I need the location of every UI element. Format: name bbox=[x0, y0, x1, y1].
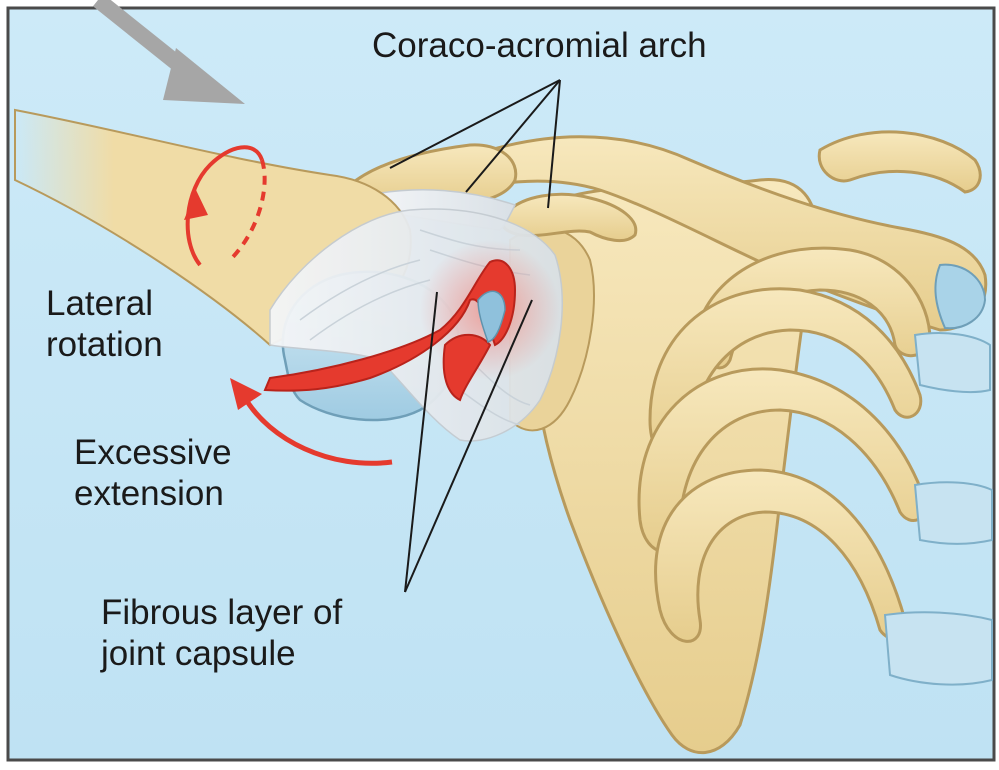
fibrous-layer-line-2: joint capsule bbox=[101, 633, 342, 674]
excessive-extension-label: Excessive extension bbox=[74, 432, 232, 514]
coraco-acromial-arch-label: Coraco-acromial arch bbox=[372, 25, 707, 66]
lateral-rotation-line-1: Lateral bbox=[46, 283, 163, 324]
lateral-rotation-label: Lateral rotation bbox=[46, 283, 163, 365]
fibrous-layer-label: Fibrous layer of joint capsule bbox=[101, 592, 342, 674]
costal-cartilage bbox=[915, 482, 992, 543]
fibrous-layer-line-1: Fibrous layer of bbox=[101, 592, 342, 633]
costal-cartilage bbox=[915, 333, 990, 392]
coraco-acromial-arch-text: Coraco-acromial arch bbox=[372, 26, 707, 65]
lateral-rotation-line-2: rotation bbox=[46, 324, 163, 365]
excessive-extension-line-2: extension bbox=[74, 473, 232, 514]
excessive-extension-line-1: Excessive bbox=[74, 432, 232, 473]
costal-cartilage bbox=[885, 612, 992, 684]
